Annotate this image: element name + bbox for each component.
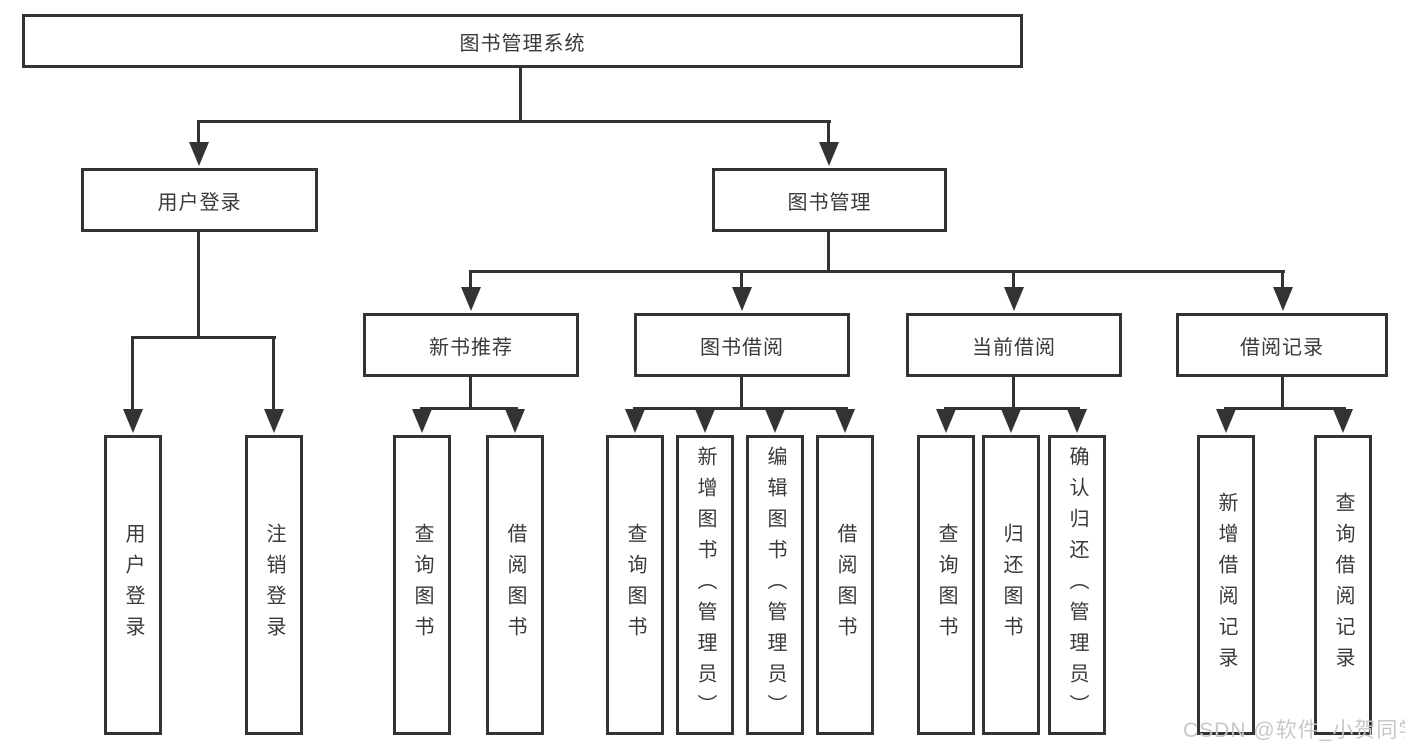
connector-drop-book-management bbox=[827, 120, 830, 144]
arrow-down-icon bbox=[1333, 409, 1353, 433]
connector-recommend-trunk bbox=[469, 375, 472, 410]
arrow-down-icon bbox=[189, 142, 209, 166]
connector-drop-level2 bbox=[469, 270, 472, 288]
node-root: 图书管理系统 bbox=[22, 14, 1023, 68]
arrow-down-icon bbox=[505, 409, 525, 433]
leaf-record-add-record: 新增借阅记录 bbox=[1197, 435, 1255, 735]
connector-record-bar bbox=[1224, 407, 1346, 410]
leaf-user-login-label: 用户登录 bbox=[122, 523, 144, 647]
connector-drop-leaf bbox=[131, 336, 134, 411]
node-user-login: 用户登录 bbox=[81, 168, 318, 232]
leaf-borrow-query-book-label: 查询图书 bbox=[624, 523, 646, 647]
node-new-book-recommend: 新书推荐 bbox=[363, 313, 579, 377]
node-borrow-record-label: 借阅记录 bbox=[1240, 336, 1324, 359]
leaf-recommend-borrow-book-label: 借阅图书 bbox=[504, 523, 526, 647]
leaf-borrow-query-book: 查询图书 bbox=[606, 435, 664, 735]
leaf-recommend-query-book: 查询图书 bbox=[393, 435, 451, 735]
node-book-borrow-label: 图书借阅 bbox=[700, 336, 784, 359]
node-user-login-label: 用户登录 bbox=[157, 191, 242, 214]
leaf-record-query-record-label: 查询借阅记录 bbox=[1332, 492, 1354, 678]
leaf-current-query-book: 查询图书 bbox=[917, 435, 975, 735]
leaf-borrow-edit-book-label: 编辑图书（管理员） bbox=[764, 445, 786, 725]
connector-book-management-trunk bbox=[827, 230, 830, 273]
connector-current-trunk bbox=[1012, 375, 1015, 410]
connector-current-bar bbox=[944, 407, 1080, 410]
arrow-down-icon bbox=[695, 409, 715, 433]
leaf-record-query-record: 查询借阅记录 bbox=[1314, 435, 1372, 735]
leaf-record-add-record-label: 新增借阅记录 bbox=[1215, 492, 1237, 678]
connector-level1-bar bbox=[197, 120, 831, 123]
leaf-borrow-borrow-book-label: 借阅图书 bbox=[834, 523, 856, 647]
connector-user-login-trunk bbox=[197, 230, 200, 339]
leaf-current-return-book: 归还图书 bbox=[982, 435, 1040, 735]
node-book-management: 图书管理 bbox=[712, 168, 947, 232]
node-new-book-recommend-label: 新书推荐 bbox=[429, 336, 513, 359]
arrow-down-icon bbox=[1216, 409, 1236, 433]
leaf-user-login: 用户登录 bbox=[104, 435, 162, 735]
leaf-recommend-borrow-book: 借阅图书 bbox=[486, 435, 544, 735]
connector-borrow-bar bbox=[633, 407, 848, 410]
watermark: CSDN @软件_小贺同学 bbox=[1183, 719, 1405, 742]
arrow-down-icon bbox=[123, 409, 143, 433]
connector-drop-level2 bbox=[740, 270, 743, 288]
arrow-down-icon bbox=[412, 409, 432, 433]
connector-drop-leaf bbox=[272, 336, 275, 411]
arrow-down-icon bbox=[1067, 409, 1087, 433]
connector-recommend-bar bbox=[420, 407, 518, 410]
arrow-down-icon bbox=[1273, 287, 1293, 311]
leaf-current-query-book-label: 查询图书 bbox=[935, 523, 957, 647]
leaf-current-return-book-label: 归还图书 bbox=[1000, 523, 1022, 647]
node-book-management-label: 图书管理 bbox=[787, 191, 872, 214]
arrow-down-icon bbox=[1004, 287, 1024, 311]
arrow-down-icon bbox=[819, 142, 839, 166]
arrow-down-icon bbox=[835, 409, 855, 433]
arrow-down-icon bbox=[461, 287, 481, 311]
leaf-borrow-add-book: 新增图书（管理员） bbox=[676, 435, 734, 735]
node-current-borrow: 当前借阅 bbox=[906, 313, 1122, 377]
connector-root-trunk bbox=[519, 68, 522, 123]
connector-user-login-bar bbox=[131, 336, 276, 339]
node-current-borrow-label: 当前借阅 bbox=[972, 336, 1056, 359]
leaf-current-confirm-return: 确认归还（管理员） bbox=[1048, 435, 1106, 735]
leaf-current-confirm-return-label: 确认归还（管理员） bbox=[1066, 445, 1088, 725]
arrow-down-icon bbox=[936, 409, 956, 433]
leaf-borrow-edit-book: 编辑图书（管理员） bbox=[746, 435, 804, 735]
node-root-label: 图书管理系统 bbox=[459, 32, 586, 55]
arrow-down-icon bbox=[1001, 409, 1021, 433]
arrow-down-icon bbox=[264, 409, 284, 433]
arrow-down-icon bbox=[765, 409, 785, 433]
connector-borrow-trunk bbox=[740, 375, 743, 410]
connector-record-trunk bbox=[1281, 375, 1284, 410]
node-book-borrow: 图书借阅 bbox=[634, 313, 850, 377]
arrow-down-icon bbox=[732, 287, 752, 311]
connector-level2-bar bbox=[469, 270, 1285, 273]
connector-drop-level2 bbox=[1012, 270, 1015, 288]
leaf-logout-label: 注销登录 bbox=[263, 523, 285, 647]
node-borrow-record: 借阅记录 bbox=[1176, 313, 1388, 377]
connector-drop-user-login bbox=[197, 120, 200, 144]
leaf-borrow-add-book-label: 新增图书（管理员） bbox=[694, 445, 716, 725]
leaf-borrow-borrow-book: 借阅图书 bbox=[816, 435, 874, 735]
leaf-logout: 注销登录 bbox=[245, 435, 303, 735]
connector-drop-level2 bbox=[1281, 270, 1284, 288]
leaf-recommend-query-book-label: 查询图书 bbox=[411, 523, 433, 647]
arrow-down-icon bbox=[625, 409, 645, 433]
